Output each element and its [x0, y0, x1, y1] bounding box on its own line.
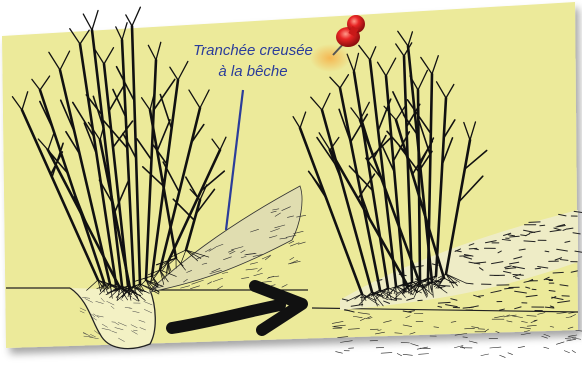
caption-line-1: Tranchée creusée — [178, 40, 328, 61]
caption-line-2: à la bêche — [178, 61, 328, 82]
trench-caption: Tranchée creusée à la bêche — [178, 40, 328, 82]
